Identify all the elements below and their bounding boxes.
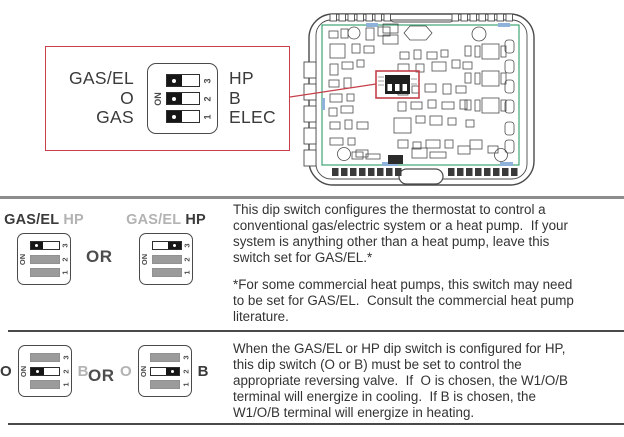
label-gasel: GAS/EL (4, 212, 60, 228)
connector-teeth-top (329, 13, 513, 22)
switch-number: 3 (61, 355, 71, 360)
on-label: ON (19, 365, 29, 377)
label-b: B (197, 362, 209, 380)
switch-2 (30, 366, 61, 376)
bottom-oval-cutout (398, 168, 444, 185)
label-b: B (77, 362, 89, 380)
switch-2 (29, 254, 60, 264)
knob-dot (35, 244, 39, 247)
switch-3 (151, 241, 182, 250)
switch-number: 3 (60, 243, 70, 248)
callout-label-elec: ELEC (229, 107, 276, 128)
figure-label: GAS/EL HP (126, 212, 206, 228)
knob-dot (172, 78, 177, 83)
on-label: ON (152, 91, 163, 106)
knob-dot (172, 244, 176, 247)
callout-leader-line (289, 83, 377, 98)
on-label: ON (18, 253, 28, 265)
thermostat-illustration (289, 13, 535, 186)
description-paragraph: When the GAS/EL or HP dip switch is conf… (233, 341, 568, 420)
callout-dip-switch-block: ON 3 2 1 (147, 63, 218, 134)
switch-number: 2 (61, 368, 71, 374)
switch-1 (29, 268, 60, 277)
figure-b-selected: O ON 3 2 1 B (120, 345, 209, 397)
knob-dot (36, 369, 40, 373)
callout-label-hp: HP (229, 68, 254, 89)
figure-o-selected: O ON 3 2 1 B (0, 345, 89, 397)
switch-number: 2 (182, 256, 192, 262)
switch-number: 3 (181, 355, 191, 360)
label-hp: HP (63, 212, 84, 228)
knob-dot (172, 96, 177, 101)
switch-2 (166, 92, 200, 105)
label-hp: HP (185, 212, 206, 228)
dip-switch-block: ON 3 2 1 (139, 233, 193, 285)
callout-label-o: O (120, 87, 134, 108)
switch-number: 1 (60, 270, 70, 275)
or-label: OR (86, 247, 113, 266)
connector-teeth-bottom (332, 168, 518, 176)
callout-right-labels: HP B ELEC (229, 69, 276, 128)
on-label: ON (139, 365, 149, 377)
switch-3 (30, 353, 61, 362)
switch-number: 2 (202, 95, 213, 102)
pcb-dark-component (388, 155, 403, 164)
onboard-dip-switch (378, 75, 417, 94)
switch-number: 1 (61, 382, 71, 387)
label-o: O (0, 362, 12, 380)
label-gasel: GAS/EL (126, 212, 182, 228)
switch-1 (166, 110, 200, 123)
figure-gasel-selected: GAS/EL HP ON 3 2 1 (4, 212, 84, 285)
footnote-paragraph: *For some commercial heat pumps, this sw… (233, 277, 574, 324)
callout-label-gas: GAS (96, 107, 134, 128)
switch-1 (30, 380, 61, 389)
switch-number: 3 (182, 243, 192, 248)
switch-knob (30, 242, 44, 249)
dip-switch-block: ON 3 2 1 (17, 345, 72, 397)
switch-1 (150, 380, 181, 389)
switch-1 (151, 268, 182, 277)
description-paragraph: This dip switch configures the thermosta… (233, 202, 568, 265)
section-divider (8, 330, 624, 332)
figure-label: GAS/EL HP (4, 212, 84, 228)
switch-knob (31, 367, 45, 375)
figure-hp-selected: GAS/EL HP ON 3 2 1 (126, 212, 206, 285)
pcb-outline (321, 24, 520, 166)
switch-knob (167, 75, 182, 86)
switch-number: 2 (60, 256, 70, 262)
or-label: OR (88, 366, 115, 385)
switch-3 (166, 74, 200, 87)
section-divider (8, 423, 624, 425)
knob-dot (172, 114, 177, 119)
switch-number: 2 (181, 368, 191, 374)
switch-knob (167, 93, 182, 104)
switch-3 (29, 241, 60, 250)
switch-knob (167, 242, 181, 249)
callout-label-b: B (229, 87, 241, 108)
knob-dot (171, 369, 175, 373)
switch-number: 3 (202, 77, 213, 84)
switch-3 (150, 353, 181, 362)
switch-knob (166, 367, 180, 375)
dip-switch-block: ON 3 2 1 (17, 233, 71, 285)
callout-label-gasel: GAS/EL (68, 68, 134, 89)
label-o: O (120, 362, 132, 380)
section-divider (0, 196, 624, 199)
dip-switch-block: ON 3 2 1 (137, 345, 192, 397)
callout-left-labels: GAS/EL O GAS (50, 69, 134, 128)
switch-number: 1 (202, 113, 213, 120)
switch-number: 1 (181, 382, 191, 387)
switch-number: 1 (182, 270, 192, 275)
switch-knob (167, 111, 182, 122)
pcb-components (328, 23, 515, 162)
switch-2 (151, 254, 182, 264)
on-label: ON (140, 253, 150, 265)
callout-box: GAS/EL O GAS ON 3 2 1 HP B ELEC (45, 46, 290, 151)
case-side-slots (303, 61, 317, 167)
switch-2 (150, 366, 181, 376)
